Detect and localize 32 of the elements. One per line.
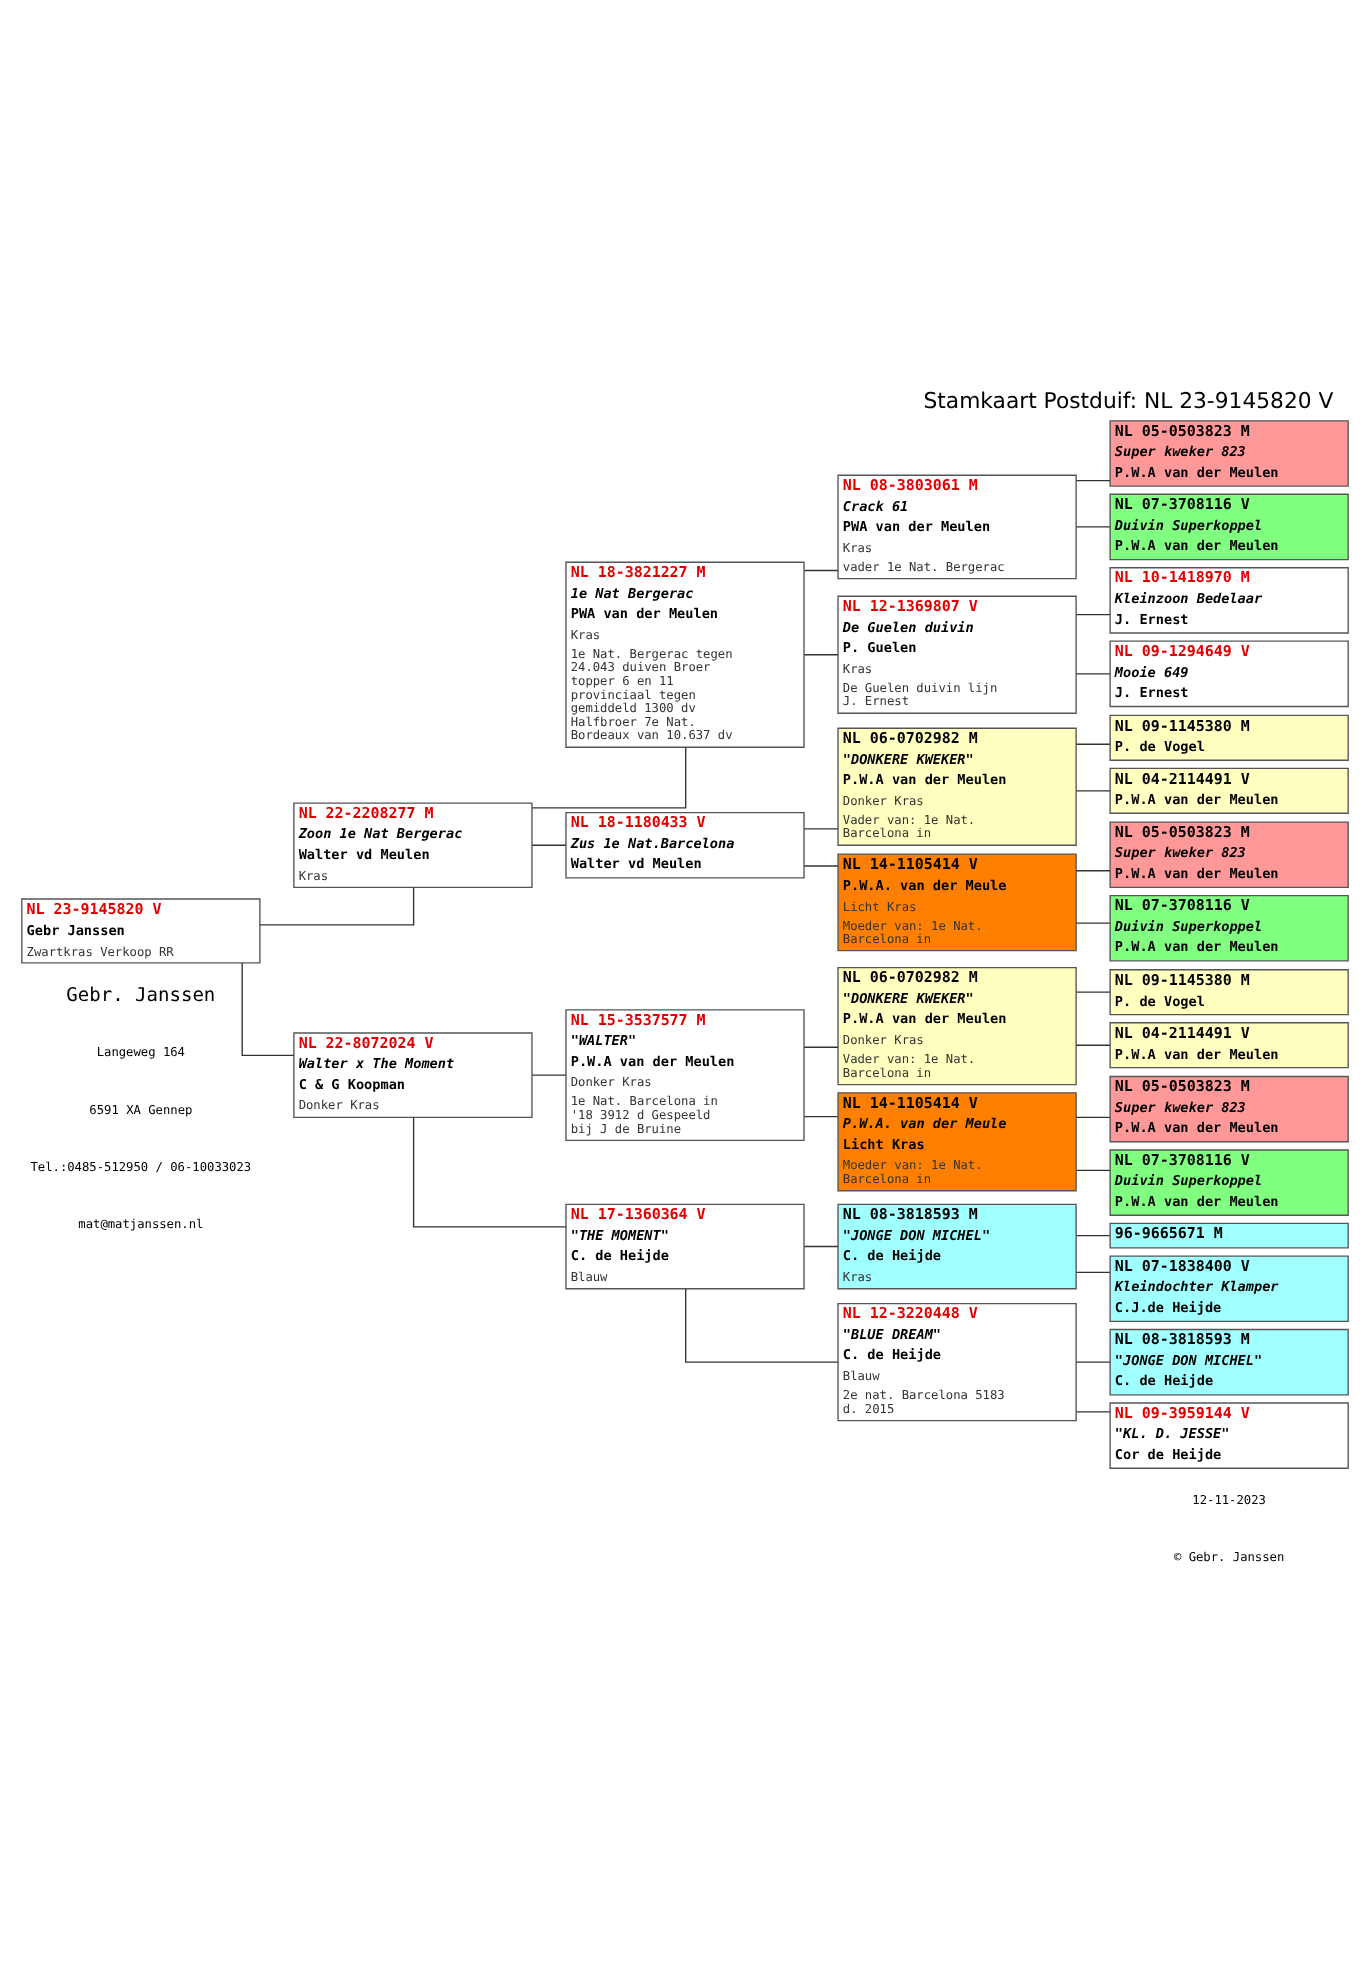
connector [412, 1115, 567, 1227]
connector [531, 1073, 567, 1075]
connector [1075, 672, 1111, 674]
label: Gebr. Janssen [66, 984, 216, 1007]
connector [1075, 479, 1111, 481]
connector [1075, 1168, 1111, 1171]
connector [531, 843, 567, 845]
connector [1075, 525, 1111, 527]
diagram-title: Stamkaart Postduif: NL 23-9145820 V [923, 387, 1334, 414]
connector [1075, 1115, 1111, 1117]
connector [1075, 869, 1111, 871]
connector [685, 1287, 839, 1362]
connector [803, 1244, 839, 1247]
connector [1075, 1043, 1111, 1045]
connector [1075, 789, 1111, 791]
connector [803, 653, 839, 655]
connector [803, 1114, 839, 1117]
connector [803, 827, 839, 829]
connector [241, 961, 295, 1056]
connector [1075, 1360, 1111, 1362]
connector [803, 1045, 839, 1047]
connector [1075, 1410, 1111, 1412]
connector [803, 864, 839, 866]
connector [1075, 742, 1111, 744]
connector [1075, 1270, 1111, 1273]
connector [803, 568, 839, 571]
connector [259, 886, 415, 925]
connector [1075, 1234, 1111, 1236]
connector [531, 745, 687, 808]
connector [1075, 990, 1111, 992]
connector [1075, 613, 1111, 615]
connector [1075, 921, 1111, 923]
